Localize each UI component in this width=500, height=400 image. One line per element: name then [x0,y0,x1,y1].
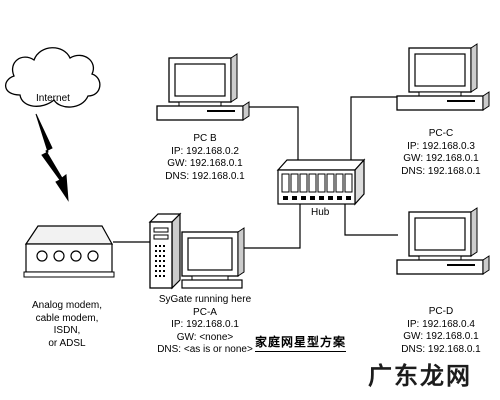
pc-d-name: PC-D [428,306,454,317]
internet-cloud-icon [5,47,101,108]
pc-b-computer-icon [156,53,250,121]
modem-line: or ADSL [48,337,86,349]
pc-b-info: PC B IP: 192.168.0.2 GW: 192.168.0.1 DNS… [150,133,260,183]
pc-a-monitor-icon [181,227,245,289]
hub-label: Hub [311,207,330,218]
pc-c-name: PC-C [428,128,454,139]
modem-line: cable modem, [35,312,99,324]
pc-a-dns: DNS: <as is or none> [157,344,253,355]
pc-b-name: PC B [193,133,217,144]
pc-d-info: PC-D IP: 192.168.0.4 GW: 192.168.0.1 DNS… [386,306,496,356]
link-hub-pc-d [344,202,398,236]
pc-c-gw: GW: 192.168.0.1 [403,153,479,164]
modem-line: ISDN, [53,325,81,336]
pc-c-dns: DNS: 192.168.0.1 [401,165,481,177]
pc-b-gw: GW: 192.168.0.1 [167,158,243,169]
link-pc-b-hub [243,106,299,172]
link-hub-pc-c [350,96,398,160]
pc-d-ip: IP: 192.168.0.4 [407,318,475,330]
pc-a-note: SyGate running here [158,294,252,305]
pc-c-info: PC-C IP: 192.168.0.3 GW: 192.168.0.1 DNS… [386,128,496,178]
modem-description: Analog modem, cable modem, ISDN, or ADSL [12,300,122,350]
link-pc-a-hub [240,204,301,249]
pc-c-computer-icon [396,43,490,111]
pc-b-ip: IP: 192.168.0.2 [171,145,239,157]
pc-d-dns: DNS: 192.168.0.1 [401,343,481,355]
hub-icon [276,158,366,206]
lightning-bolt-icon [35,113,69,202]
pc-a-tower-icon [148,212,182,290]
pc-a-info: SyGate running here PC-A IP: 192.168.0.1… [137,294,273,357]
modem-icon [23,225,115,278]
pc-b-dns: DNS: 192.168.0.1 [165,170,245,182]
pc-d-gw: GW: 192.168.0.1 [403,331,479,342]
modem-line: Analog modem, [31,300,103,311]
watermark: 广东龙网 [368,362,472,390]
pc-a-name: PC-A [193,306,217,318]
pc-c-ip: IP: 192.168.0.3 [407,140,475,152]
pc-a-gw: GW: <none> [176,331,234,343]
internet-label: Internet [36,93,70,104]
pc-a-ip: IP: 192.168.0.1 [171,319,239,330]
diagram-caption: 家庭网星型方案 [255,333,347,352]
pc-d-computer-icon [396,207,490,275]
network-links [113,96,398,249]
